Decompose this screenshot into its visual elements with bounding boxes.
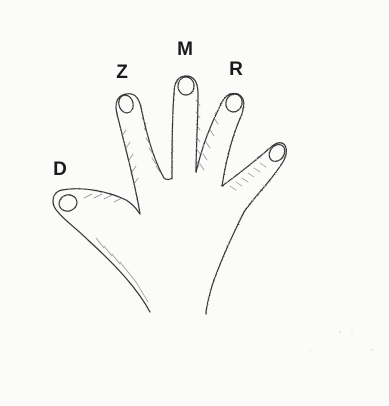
thumb-label: D <box>48 160 72 180</box>
middle-label: M <box>173 40 197 60</box>
ring-label: R <box>224 60 248 80</box>
index-label: Z <box>110 63 134 83</box>
